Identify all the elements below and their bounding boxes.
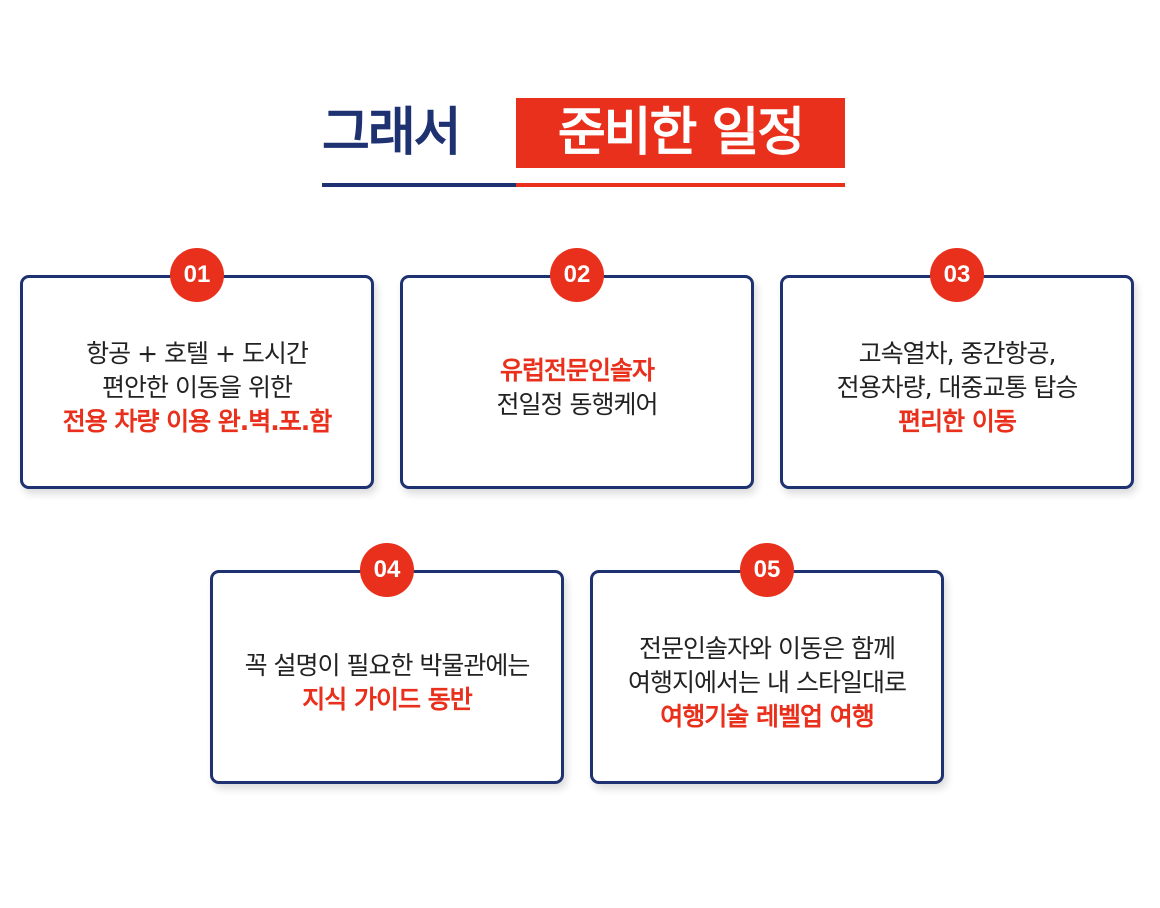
title-part-2-highlight: 준비한 일정 — [516, 98, 845, 168]
title-underline-red — [516, 183, 845, 187]
card-text: 고속열차, 중간항공, 전용차량, 대중교통 탑승 편리한 이동 — [783, 278, 1131, 486]
card-text: 항공 + 호텔 + 도시간 편안한 이동을 위한 전용 차량 이용 완.벽.포.… — [23, 278, 371, 486]
schedule-card-02: 02 유럽전문인솔자 전일정 동행케어 — [400, 248, 754, 489]
schedule-card-03: 03 고속열차, 중간항공, 전용차량, 대중교통 탑승 편리한 이동 — [780, 248, 1134, 489]
card-text: 유럽전문인솔자 전일정 동행케어 — [403, 278, 751, 486]
card-number-badge: 05 — [740, 543, 794, 597]
card-line: 편안한 이동을 위한 — [102, 373, 293, 402]
card-line: 고속열차, 중간항공, — [858, 339, 1057, 368]
card-line: 전일정 동행케어 — [496, 390, 659, 419]
card-line-highlight: 전용 차량 이용 완.벽.포.함 — [62, 407, 333, 436]
card-number-badge: 01 — [170, 248, 224, 302]
card-number-badge: 03 — [930, 248, 984, 302]
card-line: 전문인솔자와 이동은 함께 — [639, 634, 896, 663]
schedule-card-01: 01 항공 + 호텔 + 도시간 편안한 이동을 위한 전용 차량 이용 완.벽… — [20, 248, 374, 489]
card-text: 전문인솔자와 이동은 함께 여행지에서는 내 스타일대로 여행기술 레벨업 여행 — [593, 573, 941, 781]
card-line-highlight: 편리한 이동 — [898, 407, 1017, 436]
card-line: 여행지에서는 내 스타일대로 — [628, 668, 907, 697]
card-line: 꼭 설명이 필요한 박물관에는 — [244, 651, 531, 680]
card-line-highlight: 유럽전문인솔자 — [499, 356, 655, 385]
card-line-highlight: 지식 가이드 동반 — [302, 685, 472, 714]
card-line-highlight: 여행기술 레벨업 여행 — [660, 702, 874, 731]
schedule-card-05: 05 전문인솔자와 이동은 함께 여행지에서는 내 스타일대로 여행기술 레벨업… — [590, 543, 944, 784]
card-number-badge: 04 — [360, 543, 414, 597]
schedule-card-04: 04 꼭 설명이 필요한 박물관에는 지식 가이드 동반 — [210, 543, 564, 784]
title-underline-navy — [322, 183, 516, 187]
card-text: 꼭 설명이 필요한 박물관에는 지식 가이드 동반 — [213, 573, 561, 781]
page-title: 그래서 준비한 일정 — [322, 98, 845, 190]
card-line: 항공 + 호텔 + 도시간 — [86, 339, 309, 368]
title-part-1: 그래서 — [322, 103, 462, 163]
card-line: 전용차량, 대중교통 탑승 — [836, 373, 1079, 402]
card-number-badge: 02 — [550, 248, 604, 302]
